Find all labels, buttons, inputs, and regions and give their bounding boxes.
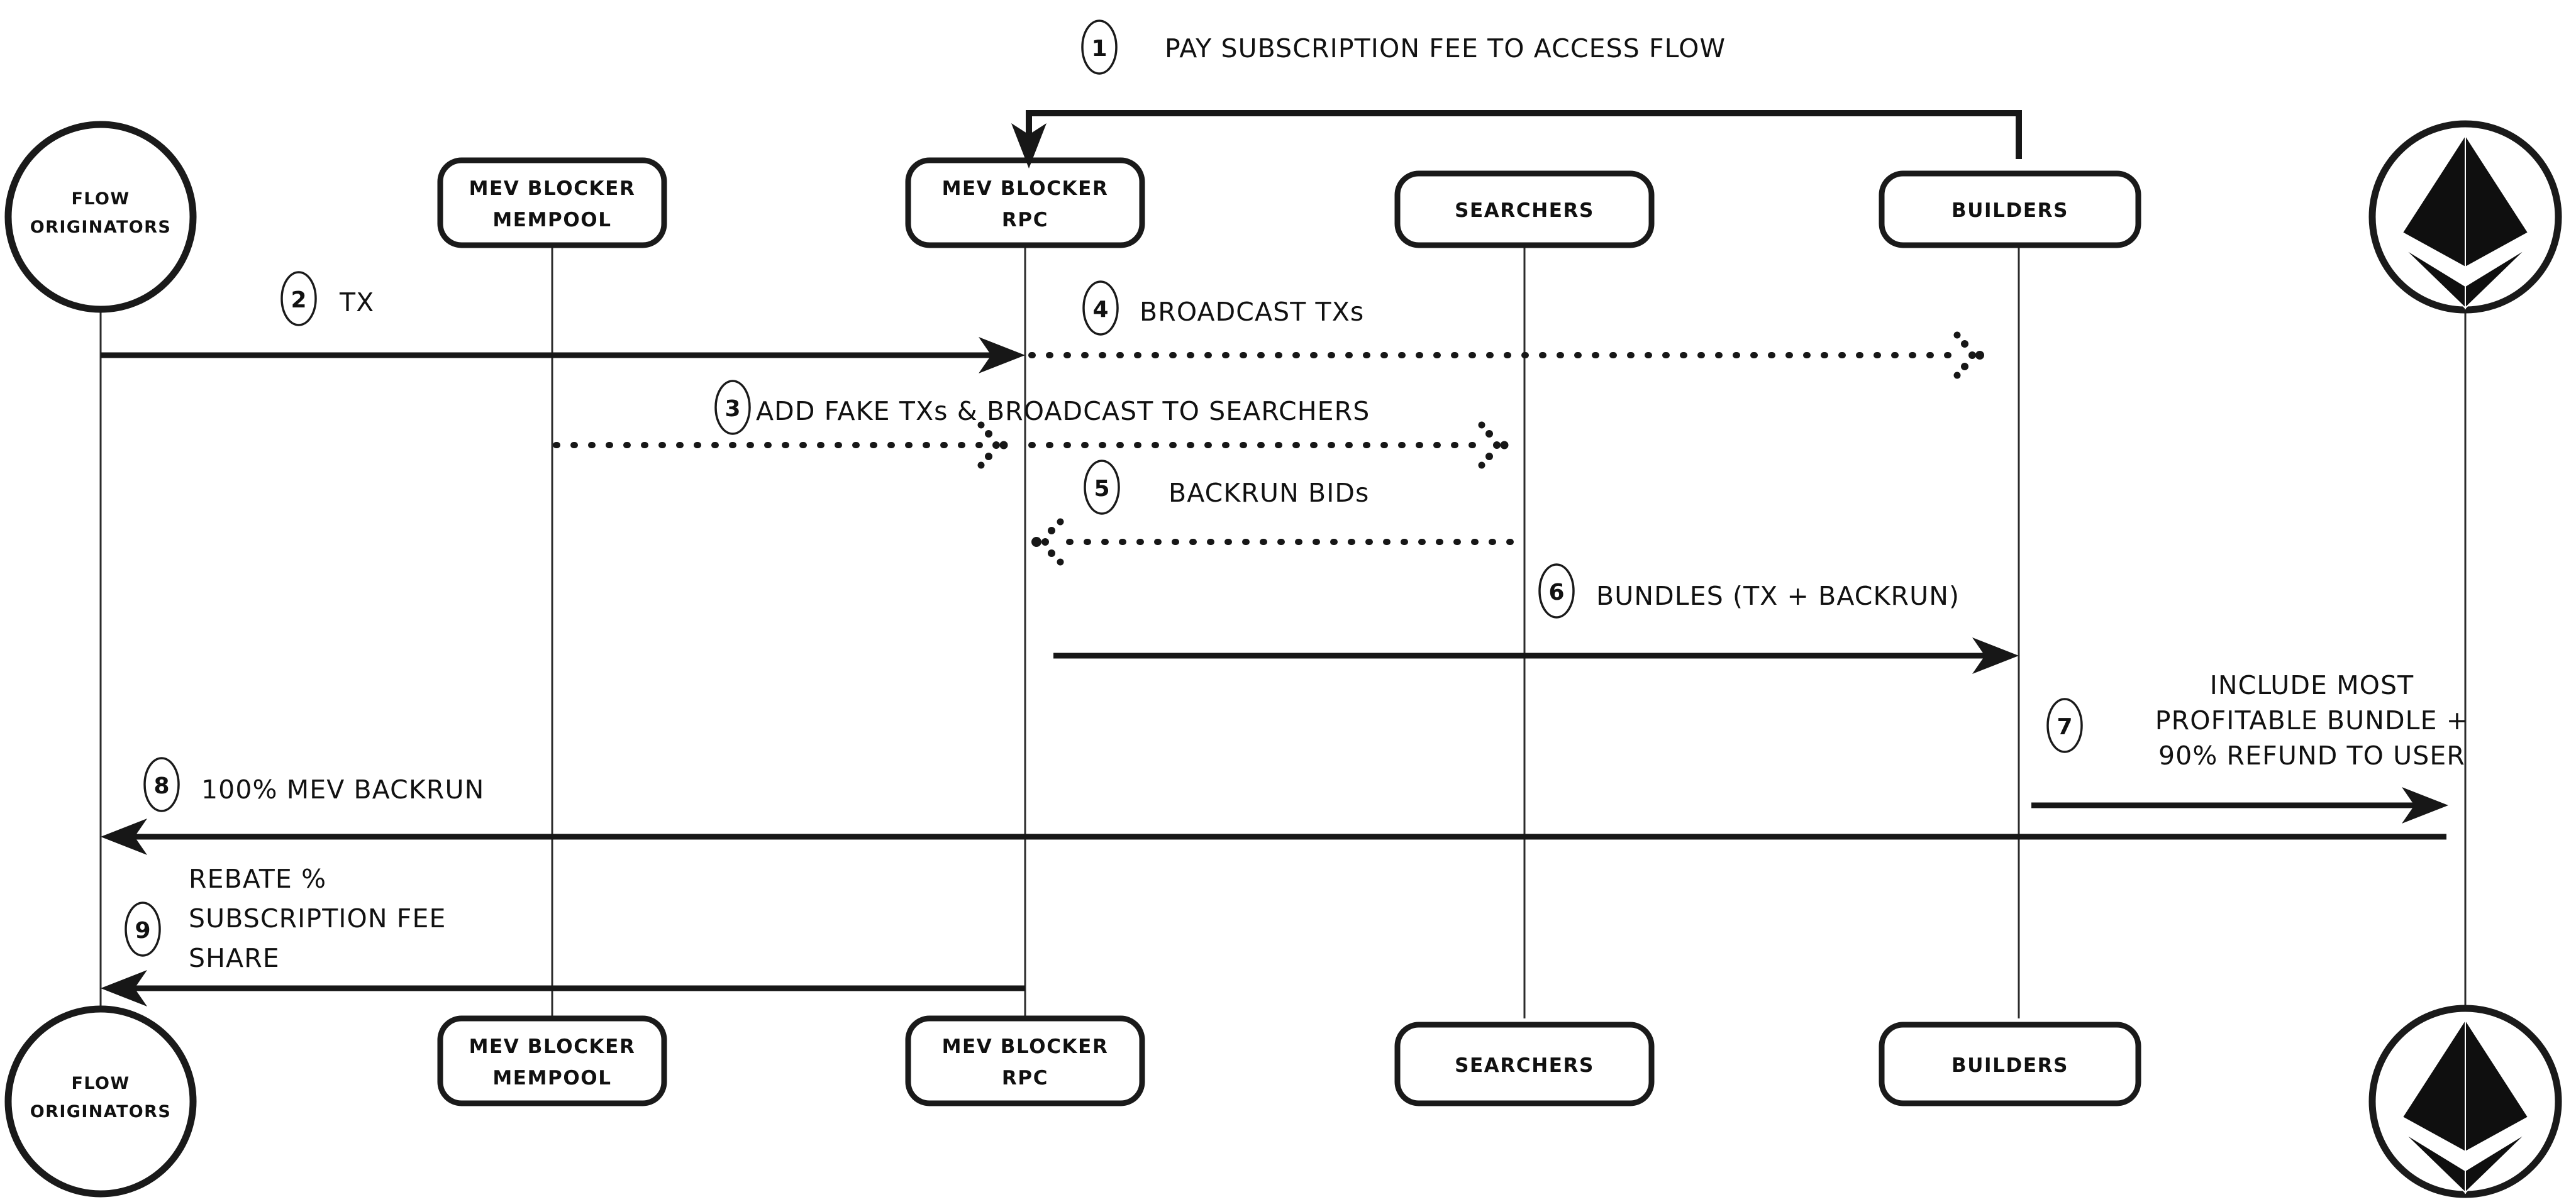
message-9[interactable]: 9 REBATE % SUBSCRIPTION FEE SHARE bbox=[101, 864, 1025, 1006]
message-3-number-badge bbox=[714, 380, 751, 435]
message-3-number: 3 bbox=[724, 396, 740, 422]
message-7-number: 7 bbox=[2057, 714, 2072, 740]
arrowhead-right bbox=[1972, 637, 2019, 674]
actor-searchers-bottom[interactable]: SEARCHERS bbox=[1394, 1022, 1655, 1106]
message-7[interactable]: 7 INCLUDE MOST PROFITABLE BUNDLE + 90% R… bbox=[2031, 670, 2468, 824]
message-7-label-line3: 90% REFUND TO USER bbox=[2158, 741, 2465, 771]
actor-label-line1: MEV BLOCKER bbox=[942, 177, 1109, 200]
message-8-label: 100% MEV BACKRUN bbox=[201, 775, 484, 805]
message-4-number-badge bbox=[1082, 280, 1119, 336]
arrowhead-right bbox=[979, 337, 1025, 373]
message-3-arrowhead-dotted bbox=[977, 421, 1008, 469]
message-3-label: ADD FAKE TXs & BROADCAST TO SEARCHERS bbox=[756, 396, 1370, 426]
message-1-label: PAY SUBSCRIPTION FEE TO ACCESS FLOW bbox=[1165, 33, 1726, 63]
ethereum-logo-icon bbox=[2401, 1017, 2529, 1194]
message-7-number-badge bbox=[2046, 698, 2083, 753]
message-6-number: 6 bbox=[1548, 580, 1564, 605]
message-5-number: 5 bbox=[1094, 476, 1109, 502]
message-4[interactable]: 4 BROADCAST TXs bbox=[1028, 280, 1984, 379]
actor-label-line1: FLOW bbox=[71, 1074, 130, 1093]
actor-mev-blocker-rpc-bottom[interactable]: MEV BLOCKER RPC bbox=[905, 1015, 1145, 1106]
actor-label: SEARCHERS bbox=[1455, 1054, 1594, 1077]
actor-builders-top[interactable]: BUILDERS bbox=[1879, 170, 2141, 248]
message-9-label-line2: SUBSCRIPTION FEE bbox=[189, 903, 447, 934]
actor-label-line2: MEMPOOL bbox=[492, 209, 611, 231]
message-3[interactable]: 3 ADD FAKE TXs & BROADCAST TO SEARCHERS bbox=[553, 380, 1509, 469]
message-5-number-badge bbox=[1084, 460, 1120, 515]
message-6-label: BUNDLES (TX + BACKRUN) bbox=[1596, 581, 1960, 611]
actor-mev-blocker-mempool-bottom[interactable]: MEV BLOCKER MEMPOOL bbox=[437, 1015, 667, 1106]
actor-circle bbox=[4, 1005, 197, 1198]
message-2-number: 2 bbox=[291, 287, 306, 313]
actor-label-line1: MEV BLOCKER bbox=[469, 1035, 636, 1058]
message-1[interactable]: 1 PAY SUBSCRIPTION FEE TO ACCESS FLOW bbox=[1011, 19, 2022, 168]
actor-mev-blocker-mempool-top[interactable]: MEV BLOCKER MEMPOOL bbox=[437, 157, 667, 248]
actor-box bbox=[1879, 1022, 2141, 1106]
message-4-arrowhead-dotted bbox=[1953, 331, 1984, 379]
message-7-label-line1: INCLUDE MOST bbox=[2210, 670, 2414, 700]
actor-label: BUILDERS bbox=[1951, 199, 2068, 222]
message-9-number: 9 bbox=[135, 918, 150, 944]
message-5[interactable]: 5 BACKRUN BIDs bbox=[1031, 460, 1524, 566]
actor-label-line2: ORIGINATORS bbox=[30, 1102, 171, 1122]
arrowhead-down bbox=[1011, 123, 1046, 168]
actor-label: SEARCHERS bbox=[1455, 199, 1594, 222]
message-8-number-badge bbox=[143, 757, 180, 812]
message-2-label: TX bbox=[339, 287, 374, 317]
actor-label-line2: RPC bbox=[1002, 209, 1048, 231]
message-8[interactable]: 8 100% MEV BACKRUN bbox=[101, 757, 2446, 855]
lifelines bbox=[99, 245, 2467, 1018]
actor-searchers-top[interactable]: SEARCHERS bbox=[1394, 170, 1655, 248]
actor-label: BUILDERS bbox=[1951, 1054, 2068, 1077]
message-9-label-line3: SHARE bbox=[189, 943, 280, 973]
actor-label-line2: ORIGINATORS bbox=[30, 218, 171, 237]
message-2-number-badge bbox=[280, 271, 317, 326]
actor-box bbox=[1394, 1022, 1655, 1106]
message-4-number: 4 bbox=[1092, 297, 1108, 323]
message-9-number-badge bbox=[125, 902, 161, 957]
actor-flow-originators-bottom[interactable]: FLOW ORIGINATORS bbox=[4, 1005, 197, 1198]
actor-ethereum-top[interactable] bbox=[2368, 120, 2562, 314]
actor-box bbox=[905, 157, 1145, 248]
actor-box bbox=[905, 1015, 1145, 1106]
arrowhead-right bbox=[2402, 787, 2448, 824]
actor-box bbox=[437, 1015, 667, 1106]
message-1-number-badge bbox=[1081, 19, 1118, 75]
message-5-label: BACKRUN BIDs bbox=[1169, 478, 1370, 508]
actor-box bbox=[1394, 170, 1655, 248]
actor-label-line1: MEV BLOCKER bbox=[942, 1035, 1109, 1058]
actor-mev-blocker-rpc-top[interactable]: MEV BLOCKER RPC bbox=[905, 157, 1145, 248]
message-1-path bbox=[1026, 110, 2022, 159]
message-1-number: 1 bbox=[1091, 36, 1107, 62]
message-5-arrowhead-dotted bbox=[1031, 518, 1064, 566]
message-7-label-line2: PROFITABLE BUNDLE + bbox=[2155, 705, 2468, 736]
actor-label-line1: MEV BLOCKER bbox=[469, 177, 636, 200]
actor-box bbox=[1879, 170, 2141, 248]
actor-flow-originators-top[interactable]: FLOW ORIGINATORS bbox=[4, 121, 197, 313]
actor-ethereum-bottom[interactable] bbox=[2368, 1005, 2562, 1198]
message-3-arrowhead-dotted-2 bbox=[1478, 421, 1509, 469]
message-2[interactable]: 2 TX bbox=[101, 271, 1025, 373]
arrowhead-left bbox=[101, 970, 147, 1006]
actor-label-line2: MEMPOOL bbox=[492, 1067, 611, 1089]
ethereum-logo-icon bbox=[2401, 133, 2529, 310]
arrowhead-left bbox=[101, 819, 147, 855]
actor-label-line2: RPC bbox=[1002, 1067, 1048, 1089]
message-6-number-badge bbox=[1538, 563, 1575, 619]
message-8-number: 8 bbox=[153, 773, 169, 799]
message-4-label: BROADCAST TXs bbox=[1140, 297, 1364, 327]
message-6[interactable]: 6 BUNDLES (TX + BACKRUN) bbox=[1053, 563, 2019, 674]
actor-box bbox=[437, 157, 667, 248]
actor-label-line1: FLOW bbox=[71, 189, 130, 209]
message-9-label-line1: REBATE % bbox=[189, 864, 326, 894]
actor-builders-bottom[interactable]: BUILDERS bbox=[1879, 1022, 2141, 1106]
actor-circle bbox=[4, 121, 197, 313]
